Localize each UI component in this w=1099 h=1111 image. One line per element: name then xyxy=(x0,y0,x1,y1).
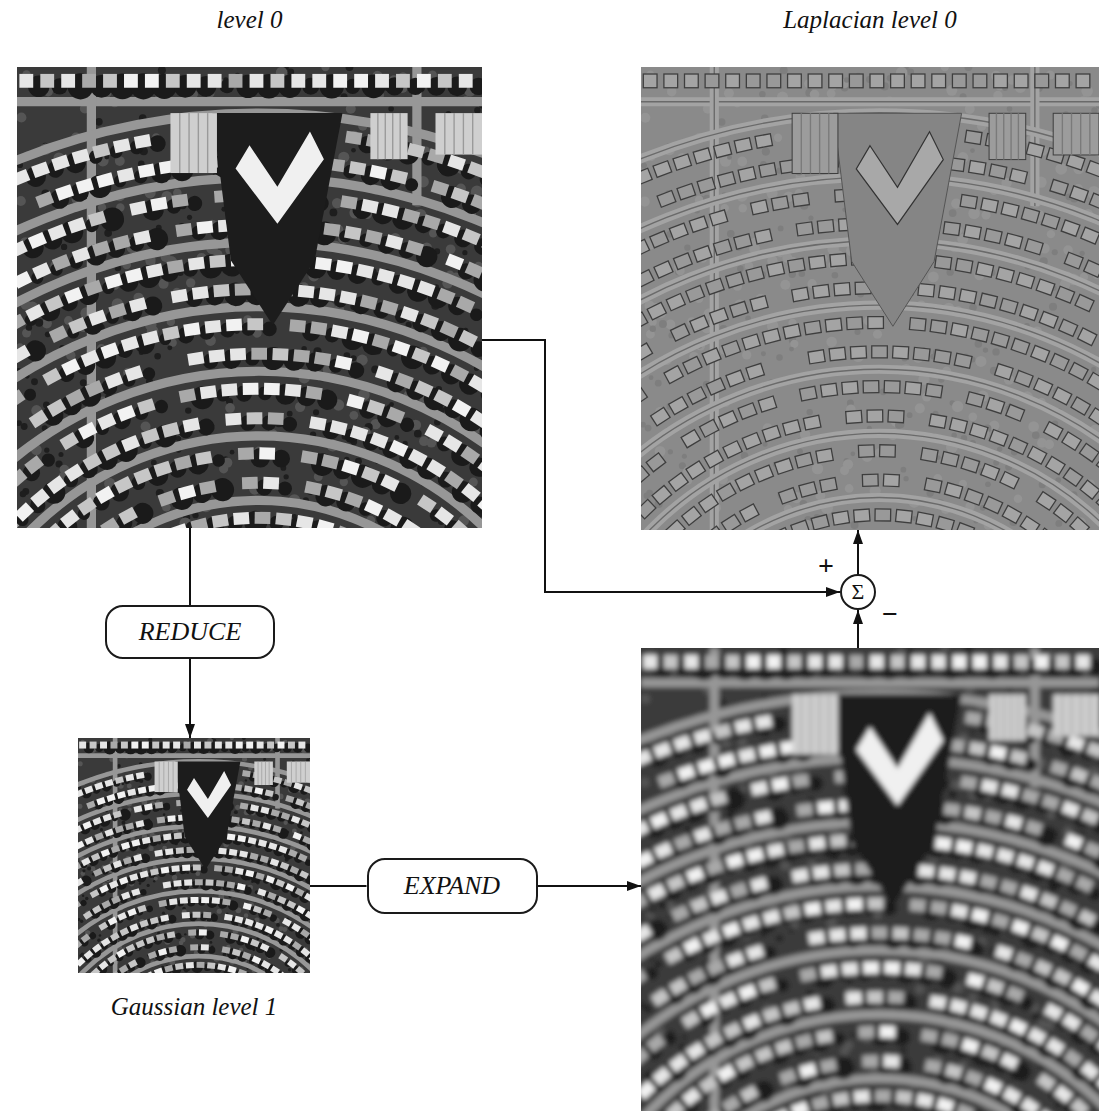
signal-arrow xyxy=(189,528,191,605)
aerial-image-content xyxy=(641,67,1099,530)
subtract-input-arrow xyxy=(857,610,859,648)
image-panel: Laplacian level 0 xyxy=(641,0,1099,530)
image-caption: Laplacian level 0 xyxy=(641,0,1099,34)
aerial-image-content xyxy=(78,738,310,973)
image-panel: Gaussian level 1 xyxy=(78,738,310,1021)
sign-label: + xyxy=(818,552,834,580)
operation-label: EXPAND xyxy=(404,871,500,901)
signal-arrow xyxy=(482,340,840,592)
image-caption: level 0 xyxy=(17,0,482,34)
signal-arrow xyxy=(189,659,191,738)
sum-symbol: Σ xyxy=(852,581,865,603)
operation-label: REDUCE xyxy=(139,617,242,647)
operation-box: EXPAND xyxy=(367,858,538,914)
aerial-image-content xyxy=(641,648,1099,1111)
expand-output-arrow xyxy=(538,885,642,887)
operation-box: REDUCE xyxy=(105,605,275,659)
aerial-image xyxy=(641,648,1099,1111)
image-panel: level 0 xyxy=(17,0,482,528)
signal-arrow xyxy=(310,885,367,887)
aerial-image-content xyxy=(17,67,482,528)
signal-arrow xyxy=(857,530,859,574)
sign-label: − xyxy=(882,600,898,628)
image-caption: Gaussian level 1 xyxy=(78,993,310,1021)
sum-node: Σ xyxy=(840,574,876,610)
